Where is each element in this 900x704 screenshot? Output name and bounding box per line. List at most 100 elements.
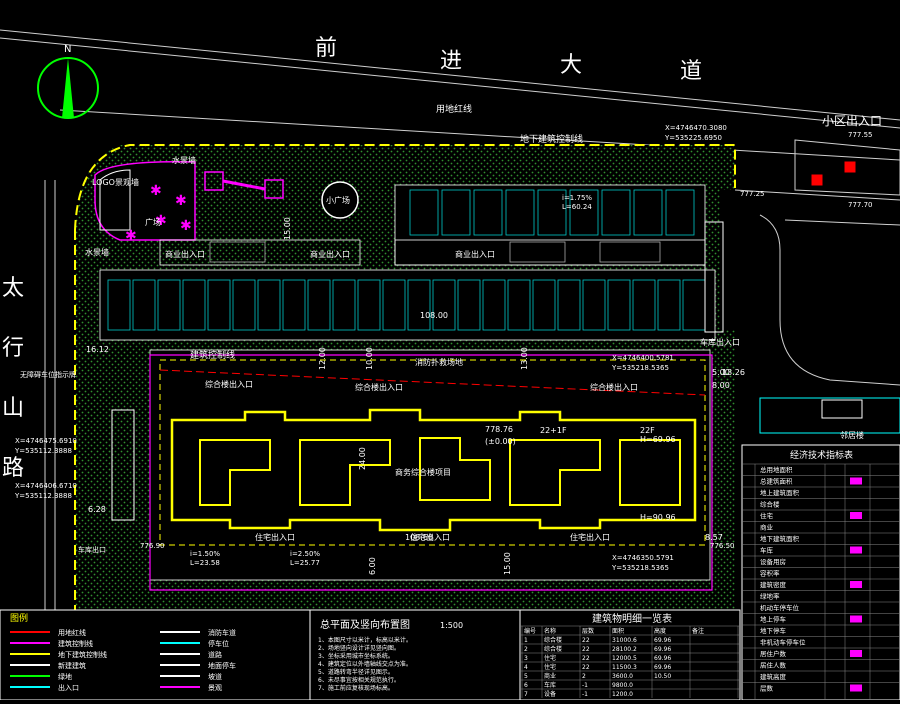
parking-stall	[569, 189, 599, 236]
econ-row-label: 非机动车停车位	[760, 638, 806, 647]
road-w-4: 路	[2, 456, 24, 481]
complex-entrance-3: 综合楼出入口	[590, 382, 638, 392]
parking-stall	[132, 279, 156, 331]
table-cell: 商业	[544, 672, 556, 680]
parking-stall	[601, 189, 631, 236]
building-control-label: 建筑控制线	[190, 349, 235, 361]
slope-2b: L=23.58	[190, 559, 220, 567]
parking-stall	[332, 279, 356, 331]
table-cell: 3	[524, 655, 528, 662]
table-cell: 7	[524, 691, 528, 698]
legend-item-label: 道路	[208, 650, 222, 659]
note-line: 6、未尽事宜按相关规范执行。	[318, 676, 400, 684]
econ-row-label: 地上建筑面积	[760, 488, 800, 497]
note-line: 1、本图尺寸以米计，标高以米计。	[318, 636, 412, 644]
table-cell: 28100.2	[612, 646, 637, 653]
ramp-entrance-label: 车库出口	[78, 545, 106, 554]
notes-title: 总平面及竖向布置图	[320, 618, 410, 631]
econ-highlight	[850, 581, 862, 588]
road-w-2: 行	[2, 336, 24, 361]
tree-icon: ✱	[150, 183, 162, 199]
main-building-label: 商务综合楼项目	[395, 467, 451, 477]
econ-row-label: 设备用房	[760, 557, 786, 566]
table-cell: 9800.0	[612, 682, 633, 689]
north-label: N	[64, 44, 71, 55]
table-cell: 车库	[544, 681, 556, 689]
parking-stall	[482, 279, 506, 331]
legend-item-label: 地面停车	[208, 661, 236, 670]
table-cell: 住宅	[544, 663, 556, 671]
dimension-labels: 108.00 108.60 24.00 10.00 12.00 6.00 15.…	[86, 217, 745, 575]
table-cell: -1	[582, 682, 588, 689]
parking-stall	[107, 279, 131, 331]
building-control-line	[149, 354, 713, 591]
parking-stall	[505, 189, 535, 236]
tree-icon: ✱	[175, 193, 187, 209]
econ-row-label: 建筑高度	[760, 672, 787, 681]
table-cell: 69.96	[654, 655, 671, 662]
building-table-title: 建筑物明细一览表	[592, 612, 672, 625]
coord-l-x1: X=4746475.6910	[15, 437, 77, 445]
road-char-4: 道	[680, 59, 702, 84]
road-char-3: 大	[560, 53, 582, 78]
dim-15b: 15.00	[283, 217, 292, 240]
parking-stall	[441, 189, 471, 236]
west-road-name: 太 行 山 路	[2, 276, 24, 481]
slope-1b: L=60.24	[562, 203, 592, 211]
commercial-entrance-1: 商业出入口	[165, 249, 205, 259]
parking-stall	[532, 279, 556, 331]
drawing-labels: 用地红线 地下建筑控制线 小区出入口 建筑控制线 小广场 广场 LOGO景观墙 …	[20, 103, 882, 554]
road-edges	[0, 29, 900, 610]
red-fire-lane	[159, 369, 706, 396]
econ-row-label: 居住户数	[760, 649, 787, 658]
road-w-1: 太	[2, 276, 24, 301]
notes-scale: 1:500	[440, 621, 463, 630]
table-cell: 12000.5	[612, 655, 637, 662]
elev-ne2-label: 777.70	[848, 201, 873, 209]
coord-mr-y: Y=535218.5365	[611, 364, 669, 372]
commercial-entrance-2: 商业出入口	[310, 249, 350, 259]
table-cell: 69.96	[654, 664, 671, 671]
north-road-name: 前 进 大 道	[315, 36, 702, 84]
land-red-line-label: 用地红线	[436, 103, 472, 115]
table-cell: 11500.3	[612, 664, 637, 671]
table-cell: 设备	[544, 690, 556, 698]
econ-row-label: 车库	[760, 546, 774, 555]
parking-stall	[607, 279, 631, 331]
parking-stall	[157, 279, 181, 331]
note-line: 5、道路转弯半径详见图示。	[318, 668, 394, 676]
econ-row-label: 层数	[760, 684, 774, 693]
parking-stall	[537, 189, 567, 236]
residential-entrance-2: 住宅出入口	[410, 532, 450, 542]
parking-stall	[382, 279, 406, 331]
slope-1: i=1.75%	[562, 194, 592, 202]
dim-13: 13.00	[520, 347, 529, 370]
econ-highlight	[850, 512, 862, 519]
coord-l-x2: X=4746406.6710	[15, 482, 77, 490]
econ-table-title: 经济技术指标表	[790, 449, 853, 461]
table-cell: 22	[582, 655, 590, 662]
water-feature-label-2: 水景墙	[85, 247, 109, 257]
note-line: 4、建筑定位以外墙轴线交点为准。	[318, 660, 412, 668]
table-cell: 2	[582, 673, 586, 680]
econ-highlight	[850, 615, 862, 623]
legend-item-label: 停车位	[208, 639, 229, 648]
table-cell: 1	[524, 637, 528, 644]
floors-right-label: 22F	[640, 426, 655, 435]
dim-8: 8.00	[712, 381, 730, 390]
dim-6: 6.00	[368, 557, 377, 575]
residential-entrance-1: 住宅出入口	[255, 532, 295, 542]
table-cell: 住宅	[544, 654, 556, 662]
main-building	[170, 408, 697, 532]
residential-entrance-3: 住宅出入口	[570, 532, 610, 542]
legend-panel: 图例 用地红线建筑控制线地下建筑控制线新建建筑绿地出入口消防车道停车位道路地面停…	[0, 609, 311, 701]
elev-building-label: 778.76	[485, 425, 513, 434]
floors-left-label: 22+1F	[540, 426, 567, 435]
table-cell: 22	[582, 664, 590, 671]
height-right-label: H=69.96	[640, 435, 676, 444]
legend-item-label: 景观	[208, 684, 222, 692]
legend-item-label: 绿地	[58, 672, 72, 681]
note-line: 3、坐标采用城市坐标系统。	[318, 652, 394, 660]
